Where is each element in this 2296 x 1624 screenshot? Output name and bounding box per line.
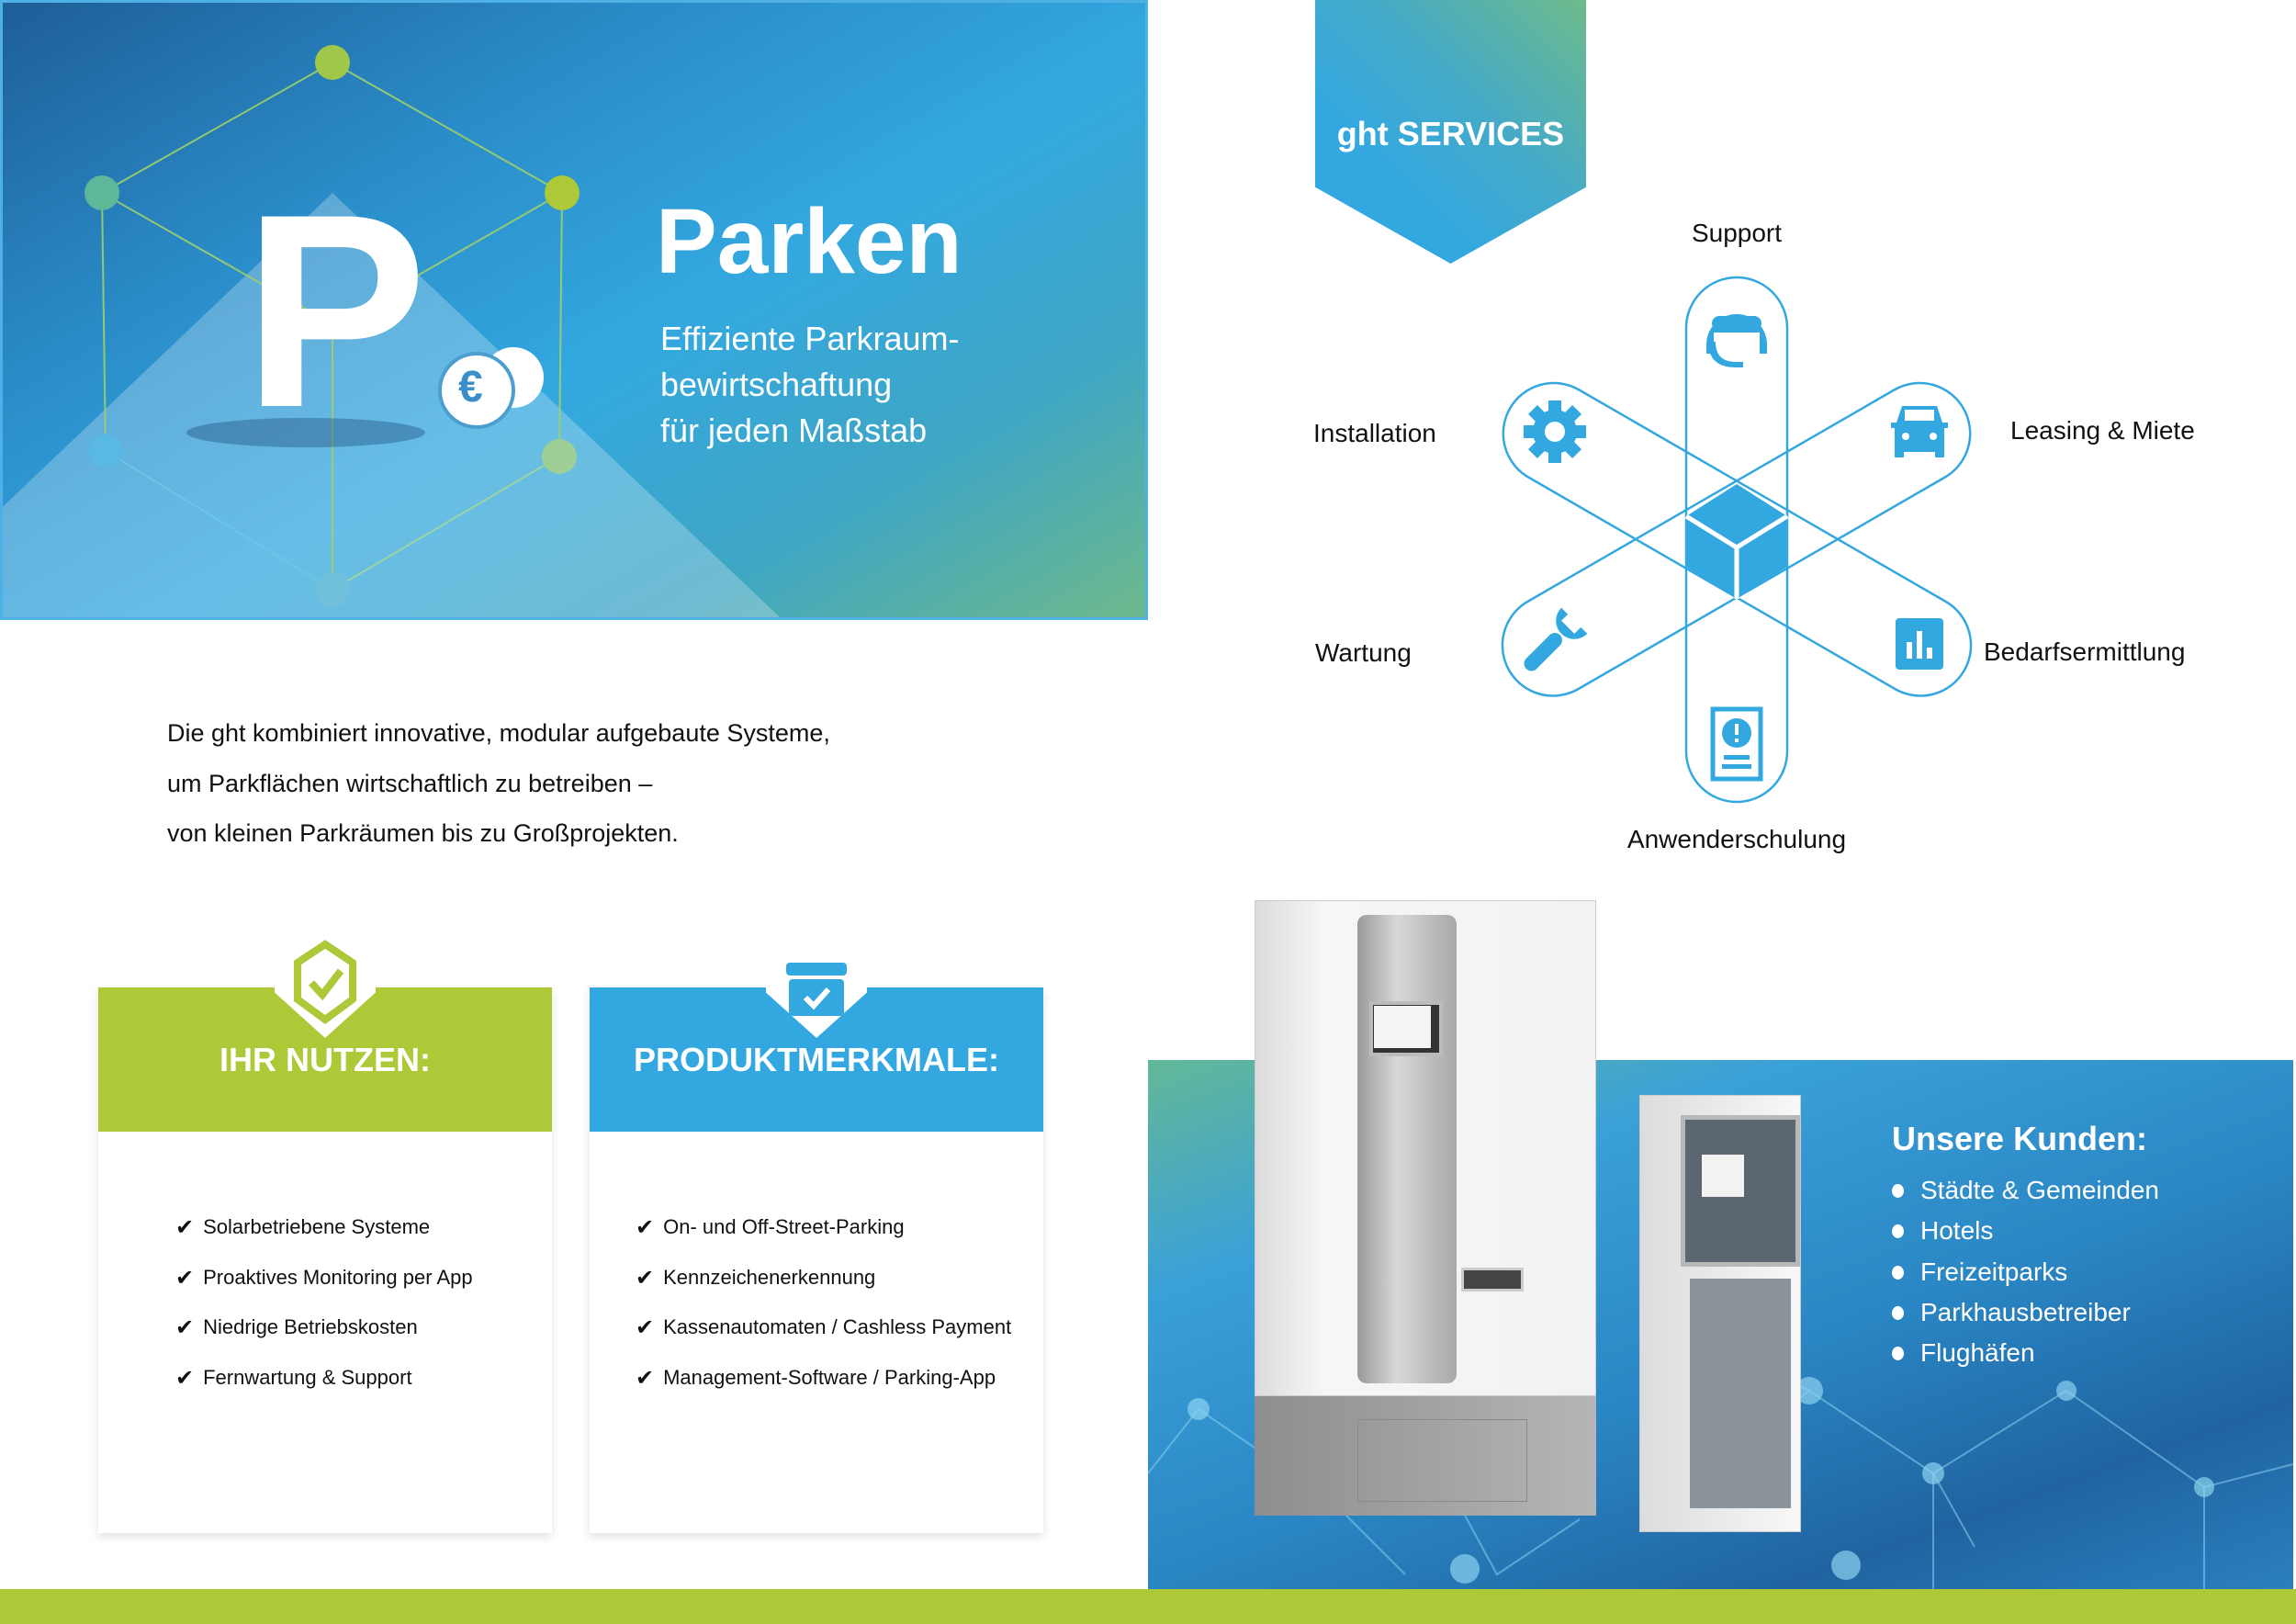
bullet-icon xyxy=(1892,1183,1904,1198)
network-background-graphic xyxy=(1148,1335,2293,1589)
features-card: PRODUKTMERKMALE: ✔On- und Off-Street-Par… xyxy=(590,937,1043,1533)
service-label-support: Support xyxy=(1691,219,1783,247)
hero-subtitle-line: Effiziente Parkraum- xyxy=(660,320,960,357)
list-item: ✔Proaktives Monitoring per App xyxy=(175,1265,473,1291)
customer-item: Städte & Gemeinden xyxy=(1892,1176,2159,1205)
intro-line: um Parkflächen wirtschaftlich zu betreib… xyxy=(167,770,653,797)
shield-check-icon xyxy=(275,937,376,1038)
footer-bar xyxy=(0,1589,2296,1624)
services-banner-label: ght SERVICES xyxy=(1336,115,1565,152)
bullet-icon xyxy=(1892,1346,1904,1360)
service-label-leasing: Leasing & Miete xyxy=(2010,416,2195,445)
check-icon: ✔ xyxy=(175,1315,195,1340)
service-label-bedarfsermittlung: Bedarfsermittlung xyxy=(1984,637,2186,666)
card-title: IHR NUTZEN: xyxy=(219,1041,431,1078)
bullet-icon xyxy=(1892,1265,1904,1280)
parking-p-logo: P xyxy=(243,156,428,465)
list-item: ✔Kassenautomaten / Cashless Payment xyxy=(636,1315,1012,1340)
customer-item: Flughäfen xyxy=(1892,1338,2035,1368)
list-item: ✔Niedrige Betriebskosten xyxy=(175,1315,418,1340)
check-icon: ✔ xyxy=(175,1265,195,1291)
services-banner: ght SERVICES xyxy=(1315,0,1586,264)
cube-icon xyxy=(1684,484,1789,599)
check-icon: ✔ xyxy=(636,1265,655,1291)
check-icon: ✔ xyxy=(636,1365,655,1391)
list-item: ✔Fernwartung & Support xyxy=(175,1365,412,1391)
network-cube-graphic xyxy=(3,45,781,617)
service-label-anwenderschulung: Anwenderschulung xyxy=(1626,825,1847,853)
pay-station-image xyxy=(1255,900,1596,1516)
check-icon: ✔ xyxy=(636,1315,655,1340)
list-item: ✔On- und Off-Street-Parking xyxy=(636,1215,905,1240)
hero-banner: P € Parken Effiziente Parkraum- bewirtsc… xyxy=(0,0,1148,620)
hero-title: Parken xyxy=(656,190,962,293)
hero-subtitle-line: für jeden Maßstab xyxy=(660,412,928,449)
bar-chart-icon xyxy=(1896,618,1943,670)
wrench-icon xyxy=(1524,607,1588,671)
euro-coin-icon: € xyxy=(458,363,483,412)
customer-item: Hotels xyxy=(1892,1216,1993,1246)
intro-line: von kleinen Parkräumen bis zu Großprojek… xyxy=(167,819,679,847)
customer-item: Freizeitparks xyxy=(1892,1257,2067,1287)
check-icon: ✔ xyxy=(175,1215,195,1240)
list-item: ✔Kennzeichenerkennung xyxy=(636,1265,876,1291)
headset-icon xyxy=(1706,314,1767,367)
calendar-check-icon xyxy=(766,937,867,1038)
bullet-icon xyxy=(1892,1305,1904,1320)
list-item: ✔Management-Software / Parking-App xyxy=(636,1365,996,1391)
services-diagram xyxy=(1501,276,1973,804)
ticket-terminal-image xyxy=(1639,1095,1801,1532)
list-item: ✔Solarbetriebene Systeme xyxy=(175,1215,431,1240)
check-icon: ✔ xyxy=(636,1215,655,1240)
service-label-installation: Installation xyxy=(1313,419,1436,447)
intro-line: Die ght kombiniert innovative, modular a… xyxy=(167,719,830,747)
check-icon: ✔ xyxy=(175,1365,195,1391)
benefits-card: IHR NUTZEN: ✔Solarbetriebene Systeme ✔Pr… xyxy=(98,937,552,1533)
hero-subtitle-line: bewirtschaftung xyxy=(660,366,893,403)
customer-item: Parkhausbetreiber xyxy=(1892,1298,2131,1327)
customers-title: Unsere Kunden: xyxy=(1892,1120,2148,1157)
card-title: PRODUKTMERKMALE: xyxy=(634,1041,999,1078)
service-label-wartung: Wartung xyxy=(1315,638,1412,667)
certificate-icon xyxy=(1710,706,1763,782)
bullet-icon xyxy=(1892,1224,1904,1238)
gear-icon xyxy=(1524,400,1586,463)
car-icon xyxy=(1891,406,1948,457)
